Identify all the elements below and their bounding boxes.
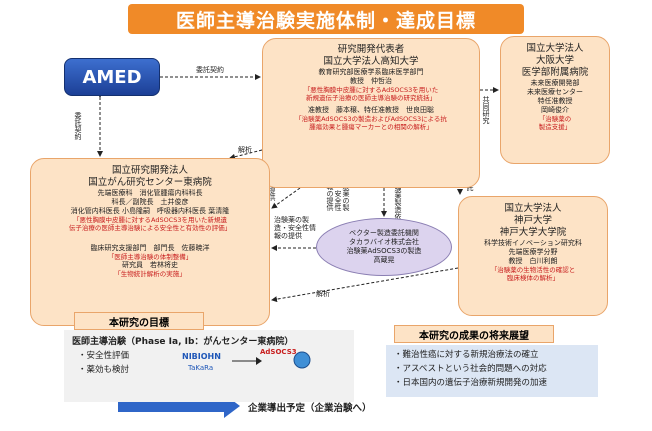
ncc-box: 国立研究開発法人 国立がん研究センター東病院 先端医療科 消化管腫瘍内科科長 科… xyxy=(30,158,270,326)
pi-box: 研究開発代表者 国立大学法人高知大学 教育研究部医療学系臨床医学部門 教授 仲哲… xyxy=(262,38,480,188)
ncc-dept: 先端医療科 消化管腫瘍内科科長 xyxy=(97,189,203,197)
ncc-task-2: 「医師主導治験の体制整備」 xyxy=(107,253,193,261)
vector-task: 治験薬AdSOCS3の製造 xyxy=(346,247,422,255)
ncc-staff: 消化管内科医長 小島隆嗣 呼吸器内科医長 葉清隆 xyxy=(70,207,230,215)
label-anzen-teikyo: 治験薬の製造・安全性情報の提供 xyxy=(274,216,316,240)
label-seizo-irai: 治験薬製造依頼 xyxy=(394,178,402,227)
kobe-univ: 神戸大学 xyxy=(513,215,552,226)
nibiohn-logo: NIBIOHN xyxy=(182,352,221,361)
kobe-name: 教授 白川利朗 xyxy=(508,257,558,265)
osaka-task-b: 製造支援」 xyxy=(538,123,572,131)
pi-task-1b: 新規遺伝子治療の医師主導治験の研究統括」 xyxy=(306,94,436,102)
goal-trial: 医師主導治験（Phase Ia, Ib：がんセンター東病院） xyxy=(72,337,294,347)
vector-name: 高蔵晃 xyxy=(373,256,395,264)
future-line-label: 企業導出予定（企業治験へ） xyxy=(248,403,372,414)
amed-box: AMED xyxy=(64,58,160,96)
pi-name: 教授 仲哲治 xyxy=(350,77,392,85)
ncc-task-3: 「生物統計解析の実施」 xyxy=(114,270,186,278)
ncc-type: 国立研究開発法人 xyxy=(111,165,188,176)
label-kaiseki2: 解析 xyxy=(316,290,330,298)
future-bullet-3-text: 日本国内の遺伝子治療新規開発の加速 xyxy=(402,378,548,388)
ncc-hospital: 国立がん研究センター東病院 xyxy=(88,177,212,188)
goal-bullet-1: ・安全性評価 xyxy=(78,351,130,361)
osaka-box: 国立大学法人 大阪大学 医学部附属病院 未来医療開発部 未来医療センター 特任准… xyxy=(500,36,610,164)
future-bullet-3: ・日本国内の遺伝子治療新規開発の加速 xyxy=(394,378,548,388)
pi-ncc-data-arrow xyxy=(271,187,301,209)
pi-staff: 准教授 藤本穣、特任准教授 世良田聡 xyxy=(308,106,434,114)
kobe-ncc-arrow xyxy=(271,267,459,303)
kobe-grad: 神戸大学大学院 xyxy=(499,227,567,238)
kobe-task-b: 臨床検体の解析」 xyxy=(507,274,559,282)
osaka-hospital: 医学部附属病院 xyxy=(521,67,589,78)
goal-area: 医師主導治験（Phase Ia, Ib：がんセンター東病院） ・安全性評価 ・薬… xyxy=(64,330,354,402)
adsocs-label: AdSOCS3 xyxy=(260,348,297,356)
osaka-dept2: 未来医療センター xyxy=(527,88,583,96)
kobe-task-a: 「治験薬の生物活性の確認と xyxy=(490,266,576,274)
label-kyodo: 共同研究 xyxy=(482,96,490,124)
goal-bullet-2: ・薬効も検討 xyxy=(78,365,130,375)
future-title: 本研究の成果の将来展望 xyxy=(394,325,554,343)
page-title: 医師主導治験実施体制・達成目標 xyxy=(128,4,524,34)
osaka-dept1: 未来医療開発部 xyxy=(530,79,580,87)
ncc-task-1b: 伝子治療の医師主導治験による安全性と有効性の評価」 xyxy=(68,224,232,232)
label-kaiseki: 解析 xyxy=(238,146,252,154)
kobe-field: 先端医療学分野 xyxy=(508,248,558,256)
pi-ncc-arrow xyxy=(229,145,268,160)
kobe-box: 国立大学法人 神戸大学 神戸大学大学院 科学技術イノベーション研究科 先端医療学… xyxy=(458,196,608,316)
future-bullet-2-text: アスベストという社会的問題への対応 xyxy=(402,364,547,374)
osaka-type: 国立大学法人 xyxy=(526,43,584,54)
future-bullet-1-text: 難治性癌に対する新規治療法の確立 xyxy=(402,350,539,360)
pi-task-1a: 「悪性胸膜中皮腫に対するAdSOCS3を用いた xyxy=(303,86,439,94)
future-area: ・難治性癌に対する新規治療法の確立 ・アスベストという社会的問題への対応 ・日本… xyxy=(386,345,598,397)
future-bullet-2: ・アスベストという社会的問題への対応 xyxy=(394,364,547,374)
pi-task-2a: 「治験薬AdSOCS3の製造およびAdSOCS3による抗 xyxy=(295,115,447,123)
label-seizo-teikyo: 治験薬の製造・安全性情報の提供 xyxy=(326,176,350,211)
osaka-name: 岡崎俊介 xyxy=(541,106,569,114)
goal-bullet-1-text: 安全性評価 xyxy=(86,351,130,361)
future-bullet-1: ・難治性癌に対する新規治療法の確立 xyxy=(394,350,539,360)
vector-type: ベクター製造委託機関 xyxy=(349,229,419,237)
pi-task-2b: 腫瘍効果と腫瘍マーカーとの相関の解析」 xyxy=(309,123,433,131)
ncc-support: 臨床研究支援部門 部門長 佐藤暁洋 xyxy=(90,244,210,252)
ncc-task-1a: 「悪性胸膜中皮腫に対するAdSOCS3を用いた新規遺 xyxy=(72,216,227,224)
ncc-researcher: 研究員 若林将史 xyxy=(122,261,178,269)
pi-dept: 教育研究部医療学系臨床医学部門 xyxy=(318,68,424,76)
label-itaku-left: 委託契約 xyxy=(74,112,82,140)
osaka-univ: 大阪大学 xyxy=(535,55,574,66)
pi-university: 国立大学法人高知大学 xyxy=(323,56,419,67)
osaka-task-a: 「治験薬の xyxy=(538,115,572,123)
vector-company: タカラバイオ株式会社 xyxy=(349,238,419,246)
goal-bullet-2-text: 薬効も検討 xyxy=(86,365,130,375)
kobe-type: 国立大学法人 xyxy=(504,203,562,214)
vector-virus-icon xyxy=(293,351,311,369)
transfer-arrow-icon xyxy=(232,357,262,365)
pi-role: 研究開発代表者 xyxy=(337,44,405,55)
takara-logo: TaKaRa xyxy=(188,364,214,372)
label-itaku-top: 委託契約 xyxy=(196,66,224,74)
ncc-head: 科長／副院長 土井俊彦 xyxy=(111,198,189,206)
vector-box: ベクター製造委託機関 タカラバイオ株式会社 治験薬AdSOCS3の製造 高蔵晃 xyxy=(316,218,452,276)
kobe-dept: 科学技術イノベーション研究科 xyxy=(484,239,582,247)
goal-title: 本研究の目標 xyxy=(74,312,204,330)
osaka-title: 特任准教授 xyxy=(537,97,573,105)
